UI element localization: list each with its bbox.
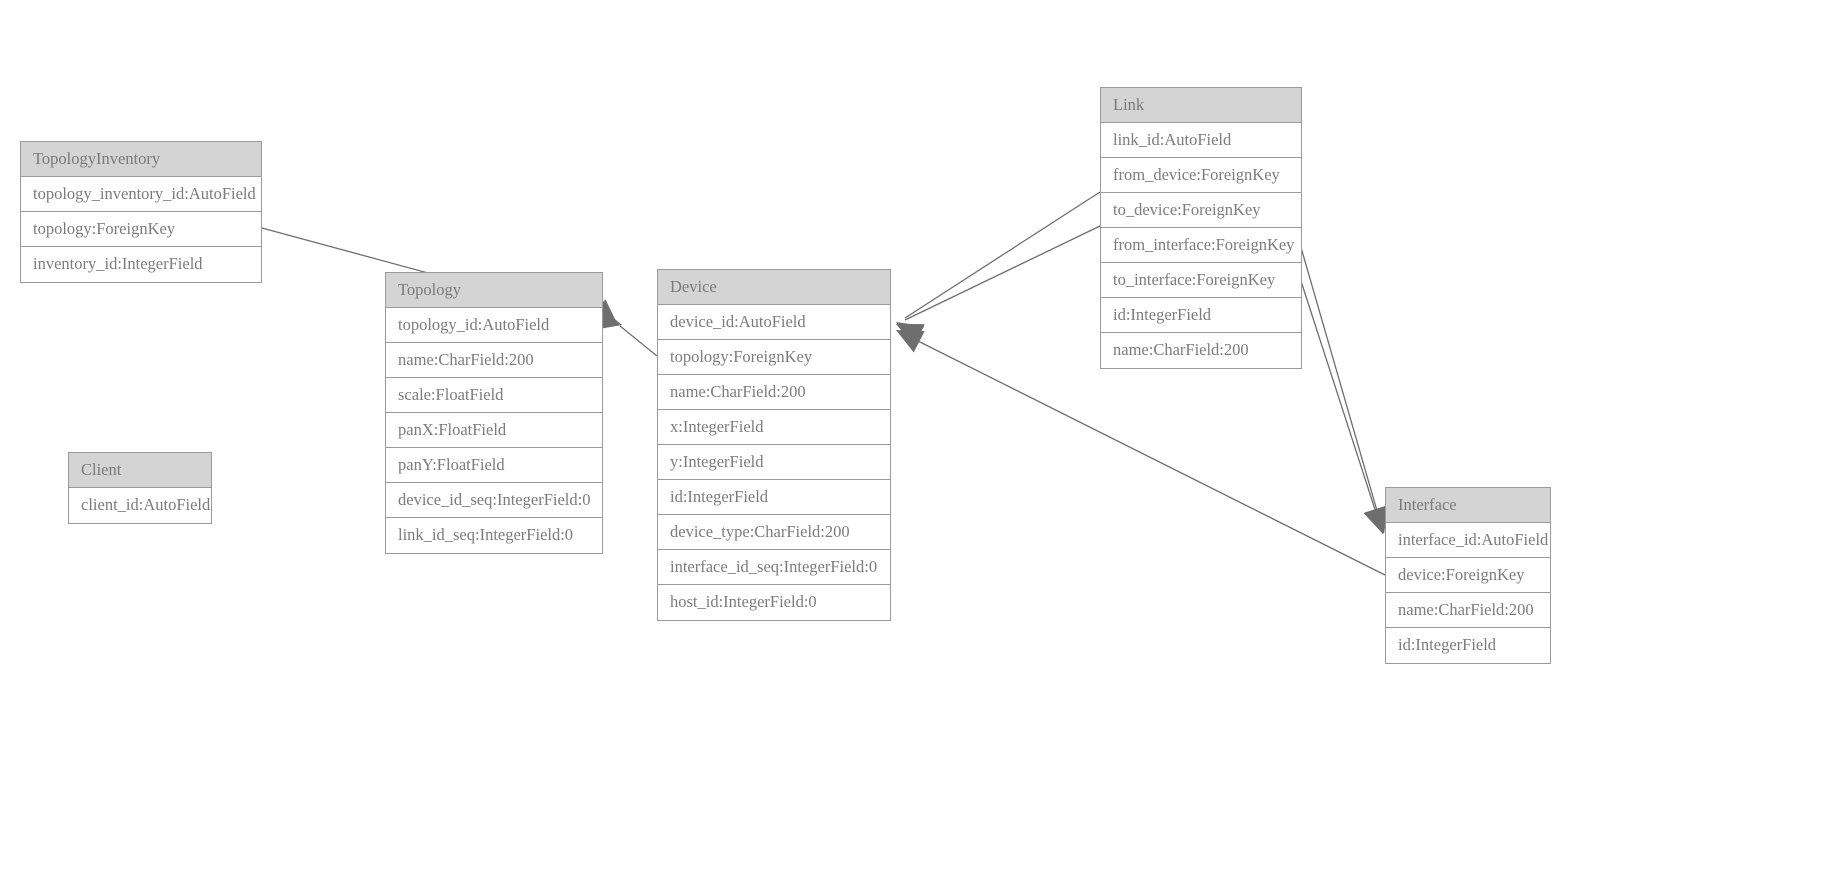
entity-field: x:IntegerField xyxy=(658,410,890,445)
entity-title-link: Link xyxy=(1101,88,1301,123)
relationship-line xyxy=(904,191,1101,319)
entity-field: id:IntegerField xyxy=(1101,298,1301,333)
entity-field: topology:ForeignKey xyxy=(658,340,890,375)
entity-field: inventory_id:IntegerField xyxy=(21,247,261,282)
entity-title-client: Client xyxy=(69,453,211,488)
entity-field: from_device:ForeignKey xyxy=(1101,158,1301,193)
relationship-link-from-device xyxy=(896,191,1101,347)
entity-field: link_id:AutoField xyxy=(1101,123,1301,158)
entity-title-topologyinventory: TopologyInventory xyxy=(21,142,261,177)
entity-field: device:ForeignKey xyxy=(1386,558,1550,593)
relationship-line xyxy=(619,325,658,357)
entity-field: name:CharField:200 xyxy=(1386,593,1550,628)
entity-field: client_id:AutoField xyxy=(69,488,211,523)
entity-field: y:IntegerField xyxy=(658,445,890,480)
relationship-link-from-interface xyxy=(1299,243,1389,534)
entity-field: name:CharField:200 xyxy=(1101,333,1301,368)
relationship-arrowhead xyxy=(896,330,925,353)
entity-title-topology: Topology xyxy=(386,273,602,308)
relationship-line xyxy=(905,334,1386,576)
entity-field: to_device:ForeignKey xyxy=(1101,193,1301,228)
relationship-line xyxy=(904,225,1101,321)
entity-field: name:CharField:200 xyxy=(658,375,890,410)
entity-title-device: Device xyxy=(658,270,890,305)
entity-field: to_interface:ForeignKey xyxy=(1101,263,1301,298)
entity-field: device_id_seq:IntegerField:0 xyxy=(386,483,602,518)
relationship-arrowhead xyxy=(896,322,925,347)
entity-field: topology_id:AutoField xyxy=(386,308,602,343)
entity-field: from_interface:ForeignKey xyxy=(1101,228,1301,263)
entity-title-interface: Interface xyxy=(1386,488,1550,523)
entity-field: topology_inventory_id:AutoField xyxy=(21,177,261,212)
entity-field: id:IntegerField xyxy=(1386,628,1550,663)
entity-field: panY:FloatField xyxy=(386,448,602,483)
relationship-link-to-interface xyxy=(1299,277,1387,534)
entity-field-list-client: client_id:AutoField xyxy=(69,488,211,523)
entity-field: host_id:IntegerField:0 xyxy=(658,585,890,620)
entity-field: device_type:CharField:200 xyxy=(658,515,890,550)
entity-field: topology:ForeignKey xyxy=(21,212,261,247)
relationship-link-to-device xyxy=(896,225,1101,346)
entity-field: scale:FloatField xyxy=(386,378,602,413)
entity-field: link_id_seq:IntegerField:0 xyxy=(386,518,602,553)
relationship-arrowhead xyxy=(896,324,925,346)
entity-field: id:IntegerField xyxy=(658,480,890,515)
relationship-line xyxy=(1299,243,1383,529)
entity-field: panX:FloatField xyxy=(386,413,602,448)
entity-field: device_id:AutoField xyxy=(658,305,890,340)
relationship-line xyxy=(1299,277,1382,529)
entity-field: name:CharField:200 xyxy=(386,343,602,378)
entity-field: interface_id_seq:IntegerField:0 xyxy=(658,550,890,585)
entity-field: interface_id:AutoField xyxy=(1386,523,1550,558)
